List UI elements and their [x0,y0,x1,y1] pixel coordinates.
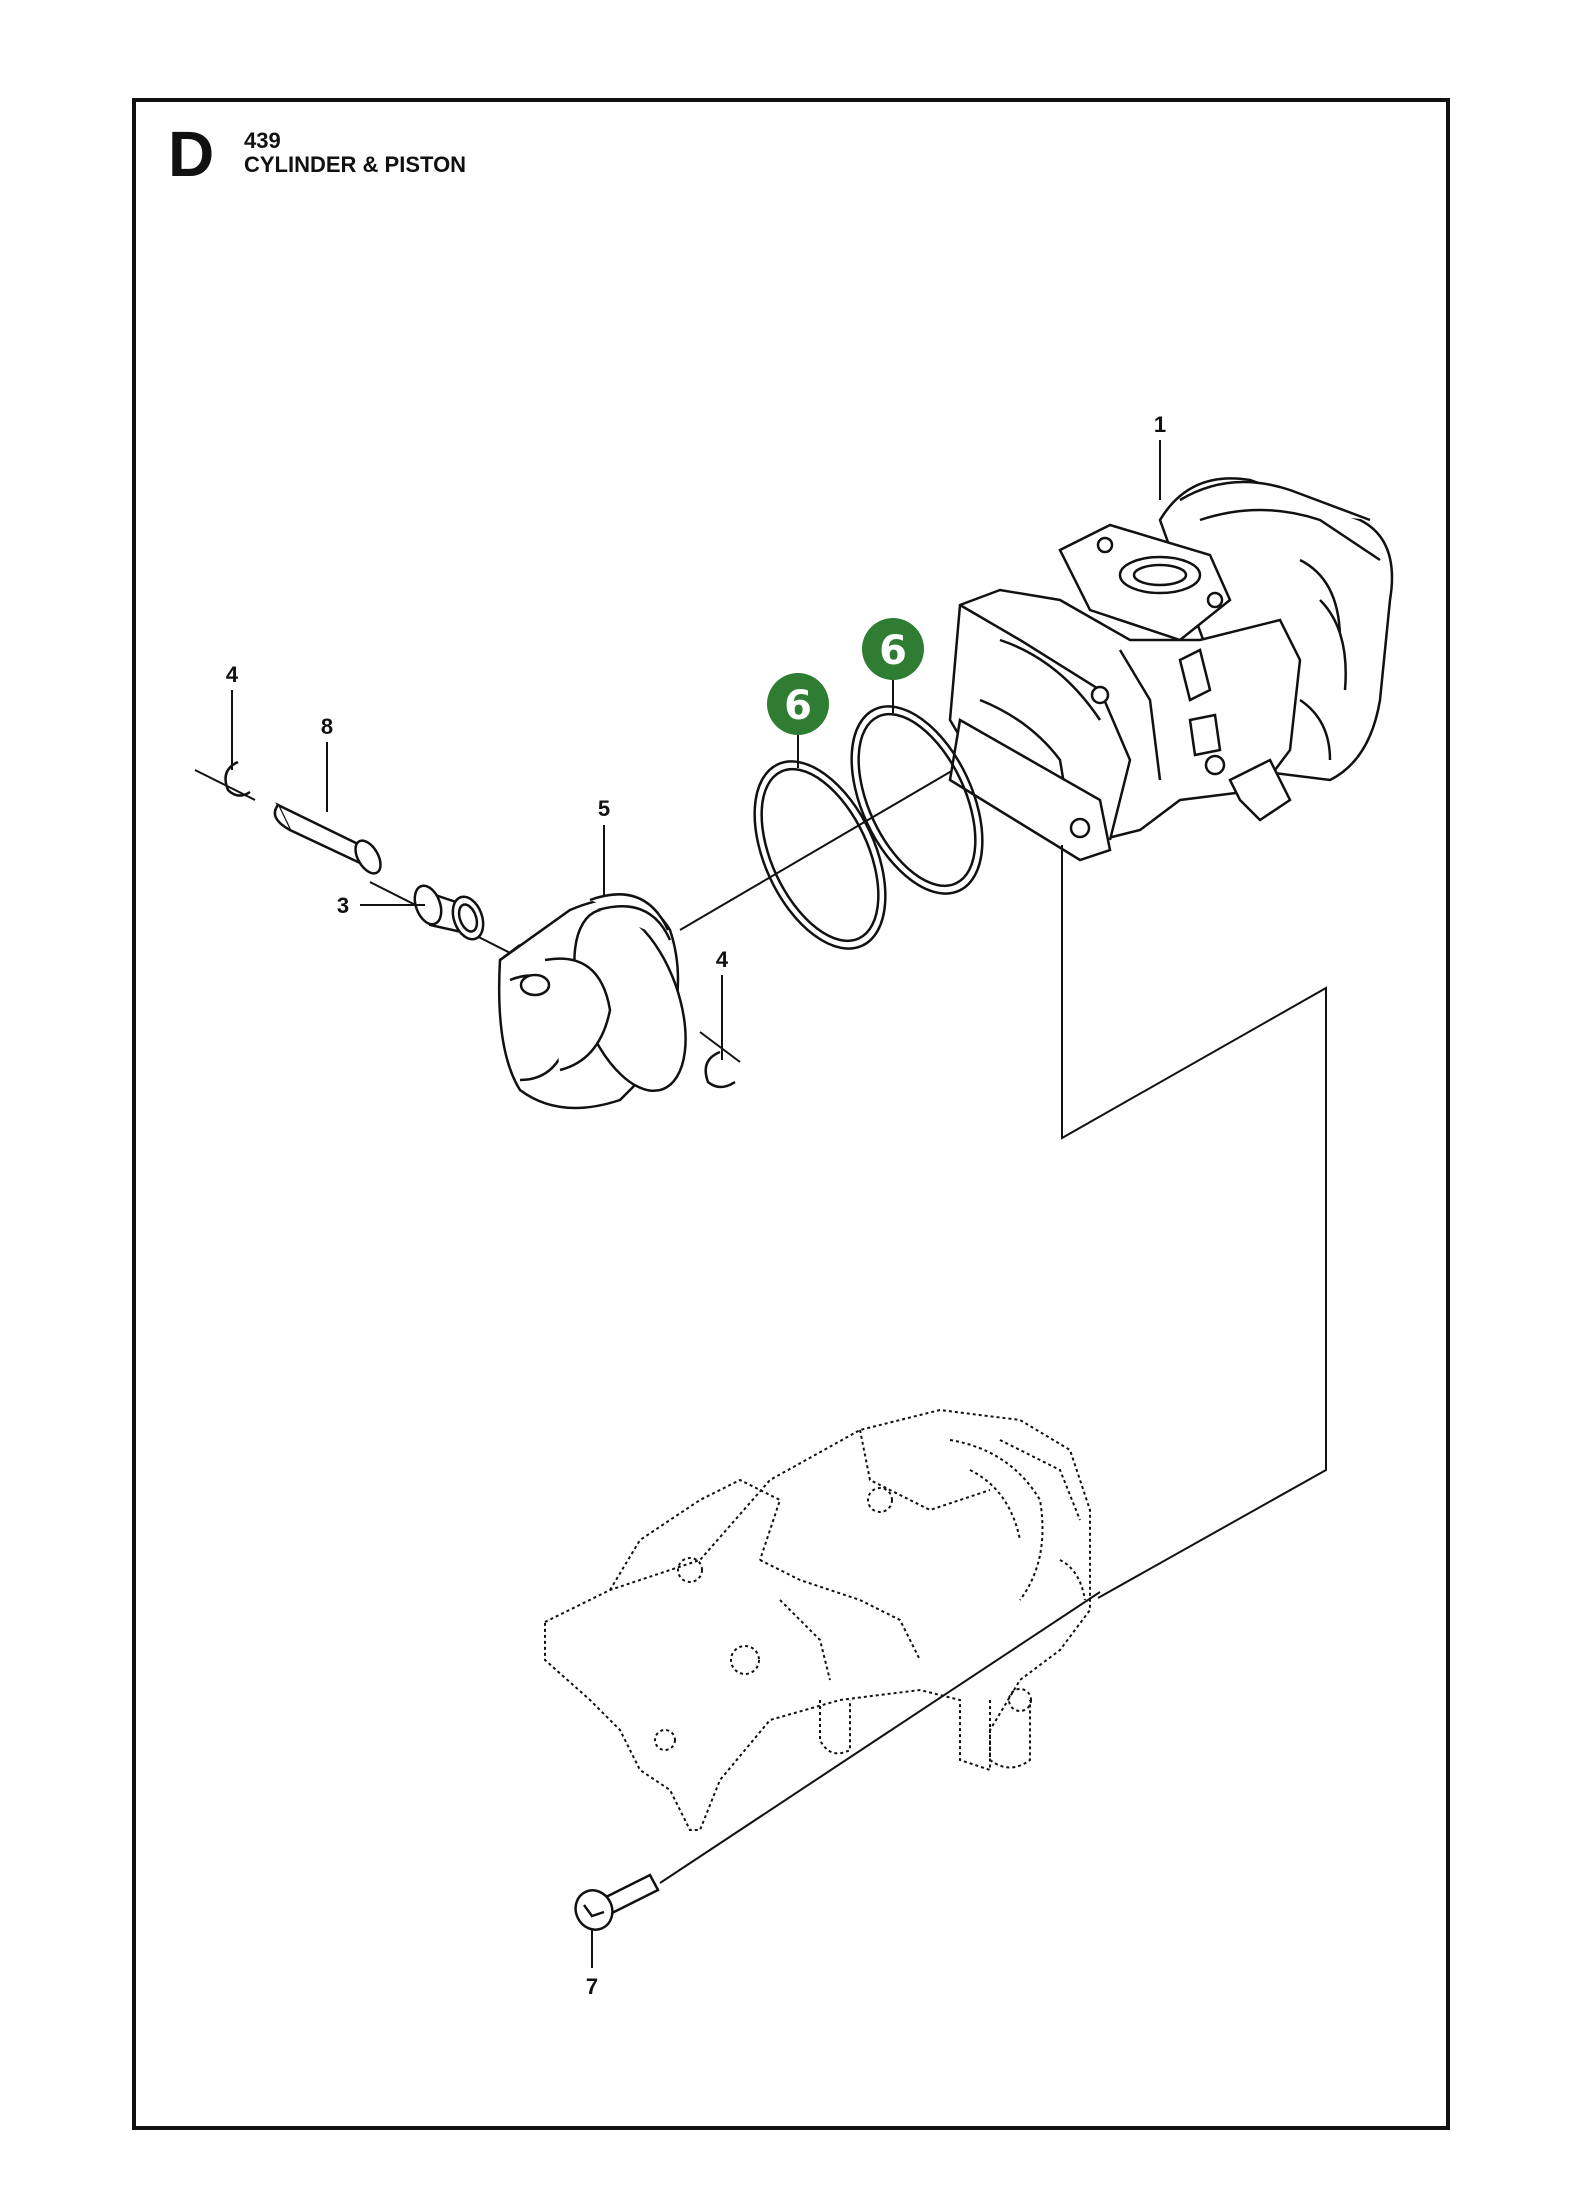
assembly-bracket [1061,845,1327,1599]
badge-circle [862,618,924,680]
needle-bearing [413,884,485,941]
leader-lines [231,440,1161,1968]
callout-4-right: 4 [716,947,729,972]
circlips [224,760,736,1089]
piston-pin [273,802,382,875]
callout-7: 7 [586,1974,598,1999]
screw-drawing [574,1591,1101,1931]
cylinder-drawing [948,477,1394,862]
badge-6-back[interactable]: 6 [862,618,924,680]
model-number: 439 [244,128,281,153]
callout-4-left: 4 [226,662,239,687]
page-title: CYLINDER & PISTON [244,152,467,177]
piston-rings [753,705,984,950]
crankcase-drawing [544,1408,1091,1831]
callout-6-back: 6 [879,628,907,674]
callout-6-front: 6 [784,683,812,729]
badge-6-front[interactable]: 6 [767,673,829,735]
callout-5: 5 [598,796,610,821]
section-letter: D [168,118,215,190]
page-frame [132,98,1450,2130]
callout-8: 8 [321,714,333,739]
callout-3: 3 [337,893,349,918]
callout-1: 1 [1154,412,1166,437]
badge-circle [767,673,829,735]
piston-drawing [497,893,687,1110]
